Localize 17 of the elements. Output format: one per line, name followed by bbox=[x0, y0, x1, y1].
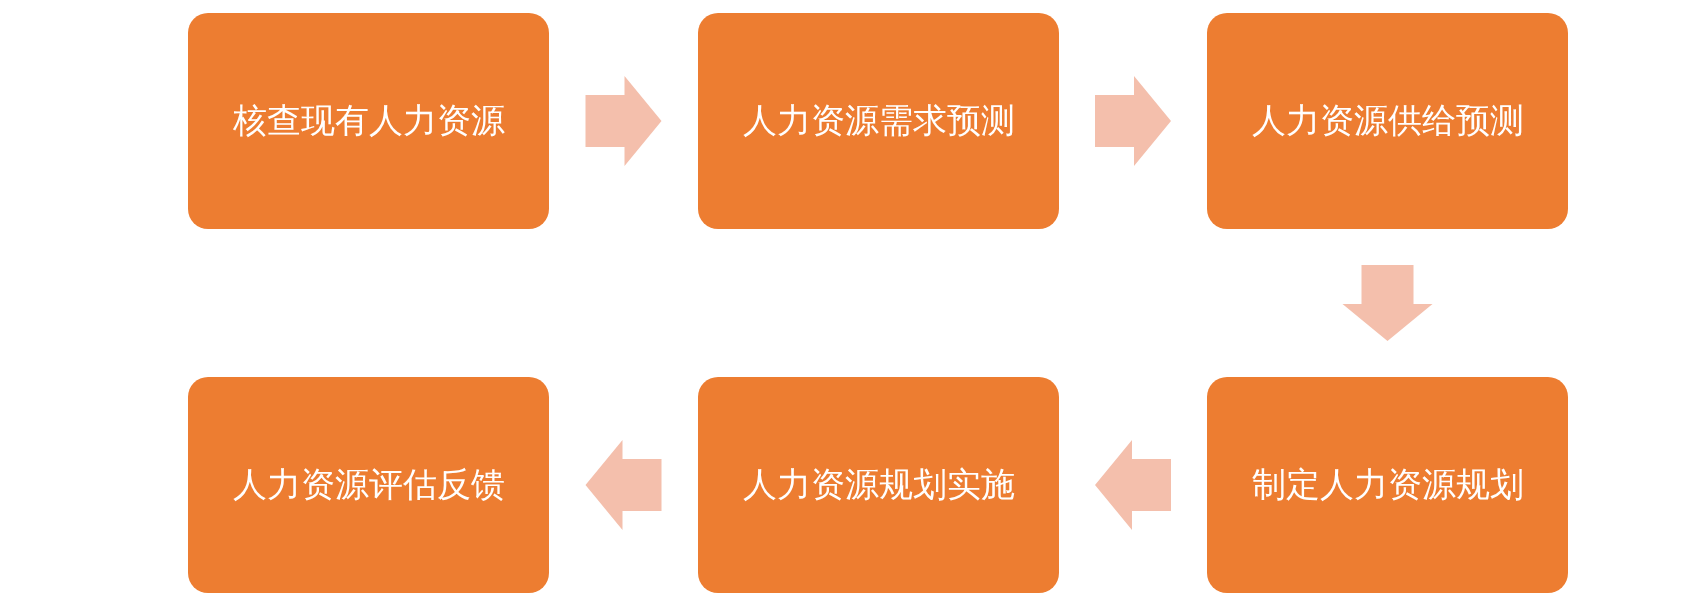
block-arrow bbox=[1095, 76, 1171, 166]
box-label: 制定人力资源规划 bbox=[1251, 463, 1524, 506]
block-arrow bbox=[1342, 265, 1433, 341]
box-label: 人力资源需求预测 bbox=[742, 99, 1015, 142]
box-label: 核查现有人力资源 bbox=[232, 99, 505, 142]
process-box bbox=[1207, 13, 1568, 229]
process-box bbox=[188, 377, 549, 593]
box-label: 人力资源规划实施 bbox=[742, 463, 1015, 506]
process-box bbox=[1207, 377, 1568, 593]
box-label: 人力资源评估反馈 bbox=[232, 463, 505, 506]
block-arrow bbox=[585, 76, 662, 166]
process-box bbox=[188, 13, 549, 229]
process-box bbox=[698, 377, 1059, 593]
box-label: 人力资源供给预测 bbox=[1251, 99, 1524, 142]
process-box bbox=[698, 13, 1059, 229]
block-arrow bbox=[1095, 440, 1171, 530]
block-arrow bbox=[585, 440, 662, 530]
